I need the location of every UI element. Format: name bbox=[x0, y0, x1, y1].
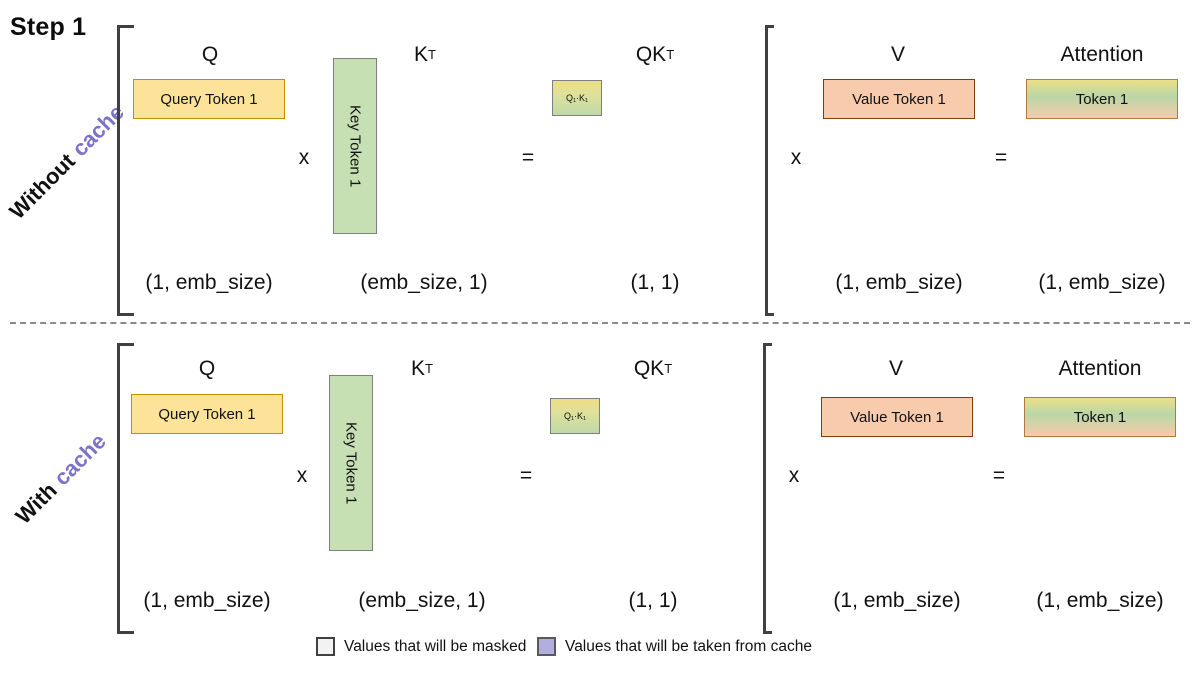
dim-kt-text: (emb_size, 1) bbox=[358, 589, 486, 612]
header-q-text: Q bbox=[201, 43, 219, 66]
qk-product-label: Q₁·K₁ bbox=[565, 93, 589, 103]
dim-v-text: (1, emb_size) bbox=[833, 589, 961, 612]
key-token-label: Key Token 1 bbox=[346, 104, 364, 188]
operator-multiply-glyph: x bbox=[298, 146, 310, 169]
legend-swatch-masked-icon bbox=[316, 637, 335, 656]
bracket-row1-right bbox=[765, 25, 774, 316]
row-label-plain: Without bbox=[4, 148, 80, 224]
operator-multiply-row1-left: x bbox=[292, 146, 316, 170]
value-token-box-row2[interactable]: Value Token 1 bbox=[821, 397, 973, 437]
dim-v-text: (1, emb_size) bbox=[835, 271, 963, 294]
operator-equals-row2-right: = bbox=[987, 464, 1011, 488]
dim-kt-text: (emb_size, 1) bbox=[360, 271, 488, 294]
operator-multiply-glyph: x bbox=[788, 464, 800, 487]
attention-token-label: Token 1 bbox=[1073, 408, 1127, 426]
legend-swatch-cache-icon bbox=[537, 637, 556, 656]
value-token-box-row1[interactable]: Value Token 1 bbox=[823, 79, 975, 119]
row-label-plain: With bbox=[10, 477, 62, 529]
bracket-row2-right bbox=[763, 343, 772, 634]
header-v-row1: V bbox=[828, 42, 968, 68]
operator-equals-glyph: = bbox=[994, 146, 1008, 169]
query-token-label: Query Token 1 bbox=[158, 405, 256, 423]
dim-kt-row1: (emb_size, 1) bbox=[279, 270, 569, 296]
dim-q-text: (1, emb_size) bbox=[143, 589, 271, 612]
dim-attention-row2: (1, emb_size) bbox=[1024, 588, 1176, 614]
dim-qkt-text: (1, 1) bbox=[630, 271, 680, 294]
operator-multiply-row2-right: x bbox=[782, 464, 806, 488]
bracket-row1-left bbox=[117, 25, 134, 316]
operator-equals-row1-right: = bbox=[989, 146, 1013, 170]
header-q-row1: Q bbox=[140, 42, 280, 68]
legend-item-masked: Values that will be masked bbox=[316, 637, 526, 656]
value-token-label: Value Token 1 bbox=[850, 408, 944, 426]
header-q-row2: Q bbox=[137, 356, 277, 382]
dim-qkt-text: (1, 1) bbox=[628, 589, 678, 612]
legend-label-cache: Values that will be taken from cache bbox=[565, 637, 812, 655]
header-v-row2: V bbox=[826, 356, 966, 382]
attention-token-label: Token 1 bbox=[1075, 90, 1129, 108]
operator-equals-glyph: = bbox=[521, 146, 535, 169]
query-token-label: Query Token 1 bbox=[160, 90, 258, 108]
query-token-box-row1[interactable]: Query Token 1 bbox=[133, 79, 285, 119]
query-token-box-row2[interactable]: Query Token 1 bbox=[131, 394, 283, 434]
header-attention-text: Attention bbox=[1058, 357, 1142, 380]
section-divider bbox=[10, 322, 1190, 324]
qk-product-label: Q₁·K₁ bbox=[563, 411, 587, 421]
attention-token-box-row2[interactable]: Token 1 bbox=[1024, 397, 1176, 437]
operator-multiply-row2-left: x bbox=[290, 464, 314, 488]
header-v-text: V bbox=[888, 357, 903, 380]
qk-product-box-row2[interactable]: Q₁·K₁ bbox=[550, 398, 600, 434]
dim-attention-text: (1, emb_size) bbox=[1036, 589, 1164, 612]
operator-multiply-glyph: x bbox=[296, 464, 308, 487]
dim-qkt-row2: (1, 1) bbox=[583, 588, 723, 614]
legend-item-cache: Values that will be taken from cache bbox=[537, 637, 812, 656]
header-qkt-text: QK bbox=[635, 43, 667, 66]
attention-token-box-row1[interactable]: Token 1 bbox=[1026, 79, 1178, 119]
row-label-accent: cache bbox=[49, 428, 111, 491]
page-title: Step 1 bbox=[10, 13, 87, 41]
dim-attention-row1: (1, emb_size) bbox=[1026, 270, 1178, 296]
header-qkt-text: QK bbox=[633, 357, 665, 380]
operator-multiply-glyph: x bbox=[790, 146, 802, 169]
header-kt-text: K bbox=[414, 43, 429, 66]
dim-qkt-row1: (1, 1) bbox=[585, 270, 725, 296]
dim-q-row1: (1, emb_size) bbox=[133, 270, 285, 296]
operator-equals-glyph: = bbox=[992, 464, 1006, 487]
dim-q-text: (1, emb_size) bbox=[145, 271, 273, 294]
header-attention-text: Attention bbox=[1060, 43, 1144, 66]
header-attention-row1: Attention bbox=[1032, 42, 1172, 68]
header-v-text: V bbox=[890, 43, 905, 66]
header-q-text: Q bbox=[198, 357, 216, 380]
dim-q-row2: (1, emb_size) bbox=[131, 588, 283, 614]
key-token-box-row1[interactable]: Key Token 1 bbox=[333, 58, 377, 234]
operator-equals-glyph: = bbox=[519, 464, 533, 487]
dim-v-row2: (1, emb_size) bbox=[821, 588, 973, 614]
operator-equals-row2-left: = bbox=[514, 464, 538, 488]
header-attention-row2: Attention bbox=[1030, 356, 1170, 382]
dim-attention-text: (1, emb_size) bbox=[1038, 271, 1166, 294]
value-token-label: Value Token 1 bbox=[852, 90, 946, 108]
operator-equals-row1-left: = bbox=[516, 146, 540, 170]
legend-label-masked: Values that will be masked bbox=[344, 637, 527, 655]
key-token-box-row2[interactable]: Key Token 1 bbox=[329, 375, 373, 551]
bracket-row2-left bbox=[117, 343, 134, 634]
header-kt-text: K bbox=[411, 357, 426, 380]
qk-product-box-row1[interactable]: Q₁·K₁ bbox=[552, 80, 602, 116]
dim-v-row1: (1, emb_size) bbox=[823, 270, 975, 296]
operator-multiply-row1-right: x bbox=[784, 146, 808, 170]
dim-kt-row2: (emb_size, 1) bbox=[277, 588, 567, 614]
key-token-label: Key Token 1 bbox=[342, 421, 360, 505]
